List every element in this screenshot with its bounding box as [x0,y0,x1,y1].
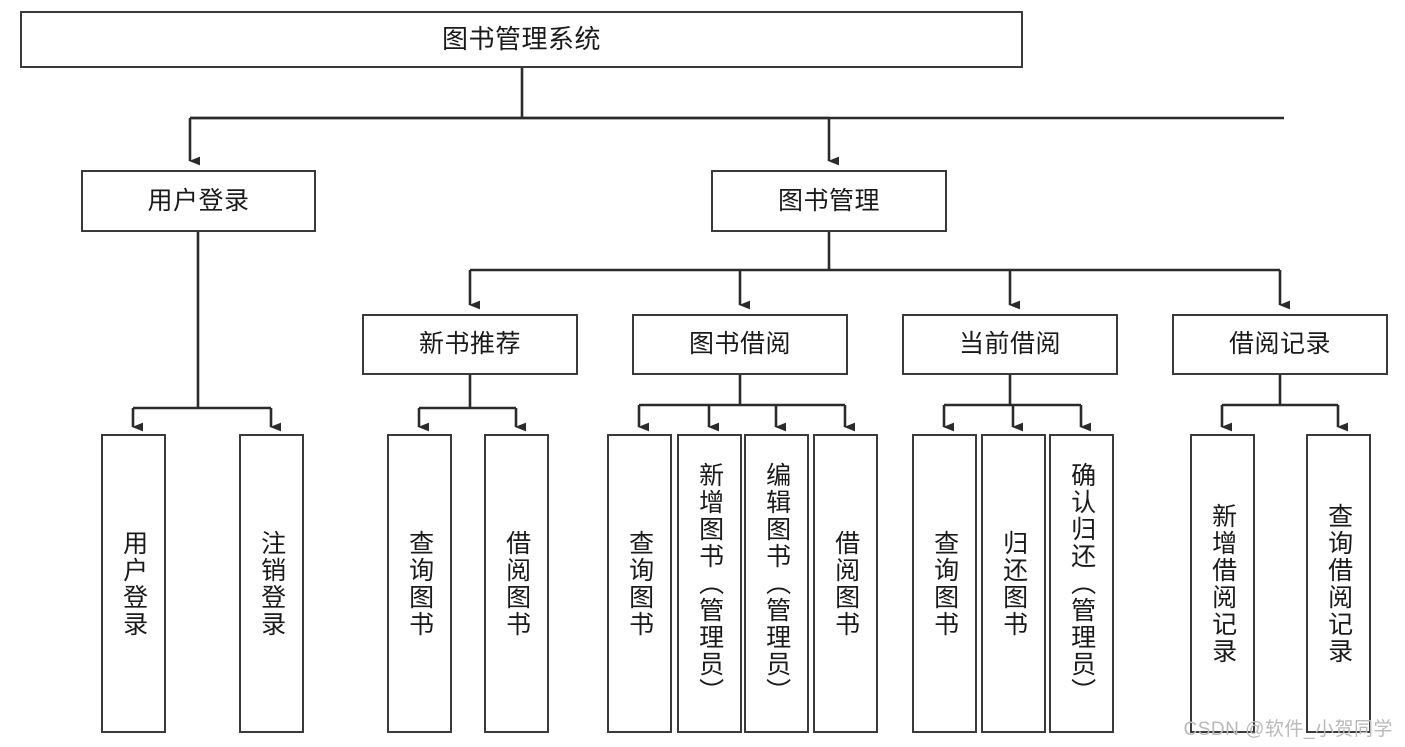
node-label: 查询借阅记录 [1324,502,1353,665]
node-label: 图书管理 [777,186,880,215]
node-label: 借阅图书 [831,529,860,638]
node-label: 借阅记录 [1228,330,1331,359]
node-label: 图书管理系统 [441,23,601,54]
leaf-edit-book[interactable]: 编辑图书（管理员） [744,434,809,733]
node-book-borrow[interactable]: 图书借阅 [632,314,848,375]
node-label: 新增借阅记录 [1208,502,1237,665]
leaf-user-login[interactable]: 用户登录 [101,434,166,733]
node-borrow-record[interactable]: 借阅记录 [1172,314,1388,375]
node-label: 查询图书 [405,529,434,638]
leaf-add-borrow-record[interactable]: 新增借阅记录 [1190,434,1255,733]
leaf-query-book-borrow[interactable]: 查询图书 [607,434,672,733]
node-current-borrow[interactable]: 当前借阅 [902,314,1118,375]
node-label: 新增图书（管理员） [695,462,724,705]
node-label: 注销登录 [257,529,286,638]
leaf-query-borrow-record[interactable]: 查询借阅记录 [1306,434,1371,733]
leaf-logout-login[interactable]: 注销登录 [239,434,304,733]
leaf-query-book-recommend[interactable]: 查询图书 [387,434,452,733]
node-label: 查询图书 [625,529,654,638]
node-label: 当前借阅 [958,330,1061,359]
leaf-borrow-book-recommend[interactable]: 借阅图书 [484,434,549,733]
node-root-system[interactable]: 图书管理系统 [20,11,1023,68]
node-label: 查询图书 [930,529,959,638]
node-label: 用户登录 [147,186,250,215]
node-label: 图书借阅 [688,330,791,359]
node-label: 新书推荐 [418,330,521,359]
node-label: 编辑图书（管理员） [762,462,791,705]
node-label: 归还图书 [999,529,1028,638]
node-label: 用户登录 [119,529,148,638]
node-user-login[interactable]: 用户登录 [81,170,316,232]
leaf-return-book[interactable]: 归还图书 [981,434,1046,733]
watermark: CSDN @软件_小贺同学 [1183,719,1393,740]
leaf-add-book[interactable]: 新增图书（管理员） [677,434,742,733]
node-new-book-recommend[interactable]: 新书推荐 [362,314,578,375]
node-label: 借阅图书 [502,529,531,638]
leaf-query-book-current[interactable]: 查询图书 [912,434,977,733]
leaf-confirm-return[interactable]: 确认归还（管理员） [1049,434,1114,733]
node-label: 确认归还（管理员） [1067,462,1096,705]
node-book-manage[interactable]: 图书管理 [711,170,947,232]
leaf-borrow-book[interactable]: 借阅图书 [813,434,878,733]
